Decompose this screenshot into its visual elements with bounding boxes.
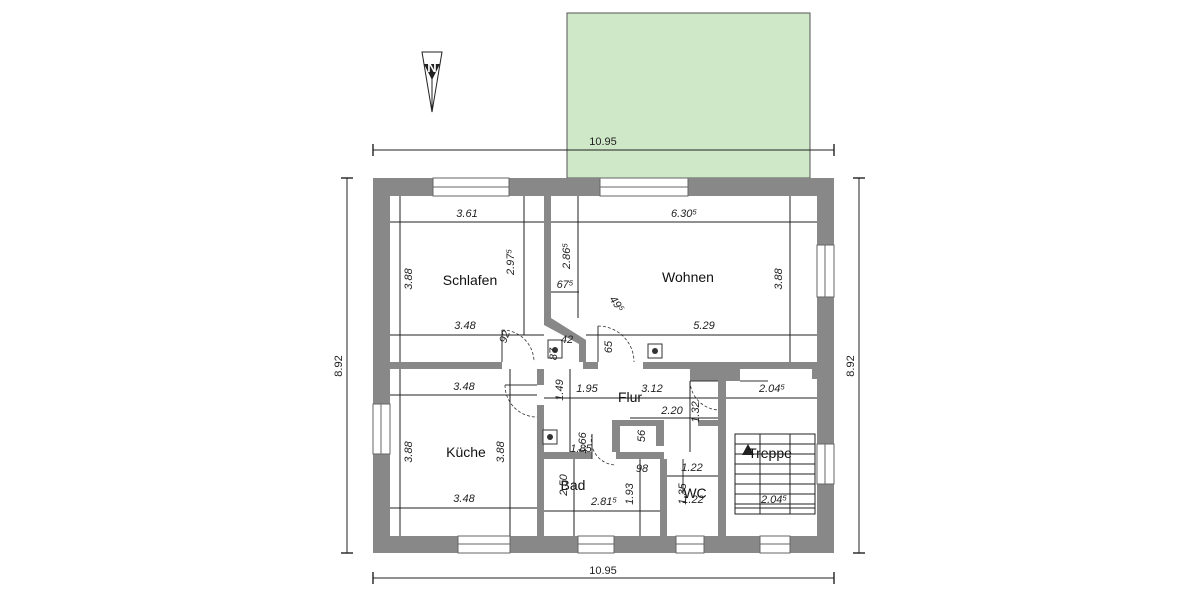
dim-schlafen-left: 3.88	[403, 267, 415, 289]
outer-dim-left: 8.92	[333, 177, 353, 554]
dim-wc-122b: 1.22	[682, 494, 703, 506]
outer-dim-right: 8.92	[845, 177, 865, 554]
dim-flur-149: 1.49	[554, 379, 566, 400]
outer-dim-top: 10.95	[372, 136, 835, 156]
dim-kueche-top: 3.48	[453, 381, 475, 393]
room-label-wohnen: Wohnen	[662, 269, 714, 285]
outer-dim-top-label: 10.95	[589, 136, 617, 148]
room-label-schlafen: Schlafen	[443, 272, 497, 288]
dim-wohnen-top: 6.30⁵	[671, 208, 697, 220]
dim-door-87: 87	[548, 347, 560, 360]
dim-flur-195: 1.95	[576, 383, 598, 395]
dim-wohnen-left: 2.86⁵	[561, 243, 573, 270]
dim-flur-220: 2.20	[660, 405, 683, 417]
dim-flur-132: 1.32	[690, 401, 702, 422]
north-arrow-icon: N	[421, 51, 443, 113]
dim-schlafen-bottom: 3.48	[454, 320, 476, 332]
dim-kueche-right: 3.88	[495, 440, 507, 462]
stair	[734, 433, 816, 515]
room-dim-texts: 3.61 3.88 2.97⁵ 3.48 6.30⁵ 2.86⁵ 3.88 5.…	[403, 208, 787, 508]
terrace-area	[566, 12, 811, 179]
fixtures	[542, 339, 663, 445]
outer-dim-bottom: 10.95	[372, 565, 835, 584]
dim-wohnen-nook: 67⁵	[557, 279, 574, 291]
room-dim-lines	[390, 196, 817, 536]
dim-schlafen-top: 3.61	[456, 208, 477, 220]
room-label-bad: Bad	[561, 477, 586, 493]
dim-wohnen-right: 3.88	[773, 267, 785, 289]
dim-schlafen-height2: 2.97⁵	[505, 249, 517, 276]
dim-bad-56: 56	[636, 429, 648, 442]
dim-door-65: 65	[603, 340, 615, 353]
dim-door-92: 92	[497, 329, 512, 345]
dim-bad-166: 1.66	[577, 431, 589, 453]
room-label-kueche: Küche	[446, 444, 486, 460]
dim-bad-193: 1.93	[624, 482, 636, 504]
outer-dim-left-label: 8.92	[333, 355, 345, 376]
outer-dim-right-label: 8.92	[845, 355, 857, 376]
north-label: N	[427, 60, 436, 75]
dim-treppe-top: 2.04⁵	[758, 383, 785, 395]
dim-kueche-bottom: 3.48	[453, 493, 475, 505]
dim-bad-185: 1.85	[570, 443, 592, 455]
dim-bad-281: 2.81⁵	[590, 496, 617, 508]
room-label-flur: Flur	[618, 389, 642, 405]
dim-kueche-left: 3.88	[403, 440, 415, 462]
dim-wohnen-diag: 49⁵	[607, 294, 627, 315]
windows	[372, 177, 835, 554]
dim-wc-122a: 1.22	[681, 462, 702, 474]
dim-treppe-bottom: 2.04⁵	[760, 494, 787, 506]
outer-dim-bottom-label: 10.95	[589, 565, 617, 577]
dim-wohnen-bottom: 5.29	[693, 320, 714, 332]
room-label-treppe: Treppe	[748, 445, 792, 461]
dim-bad-98: 98	[636, 463, 649, 475]
dim-wc-135: 1.35	[677, 482, 689, 504]
interior-walls	[390, 196, 817, 536]
dim-bad-250: 2.50	[558, 473, 570, 496]
dim-door-42: 42	[561, 334, 573, 346]
room-label-wc: WC	[683, 485, 706, 501]
dim-flur-312: 3.12	[641, 383, 662, 395]
